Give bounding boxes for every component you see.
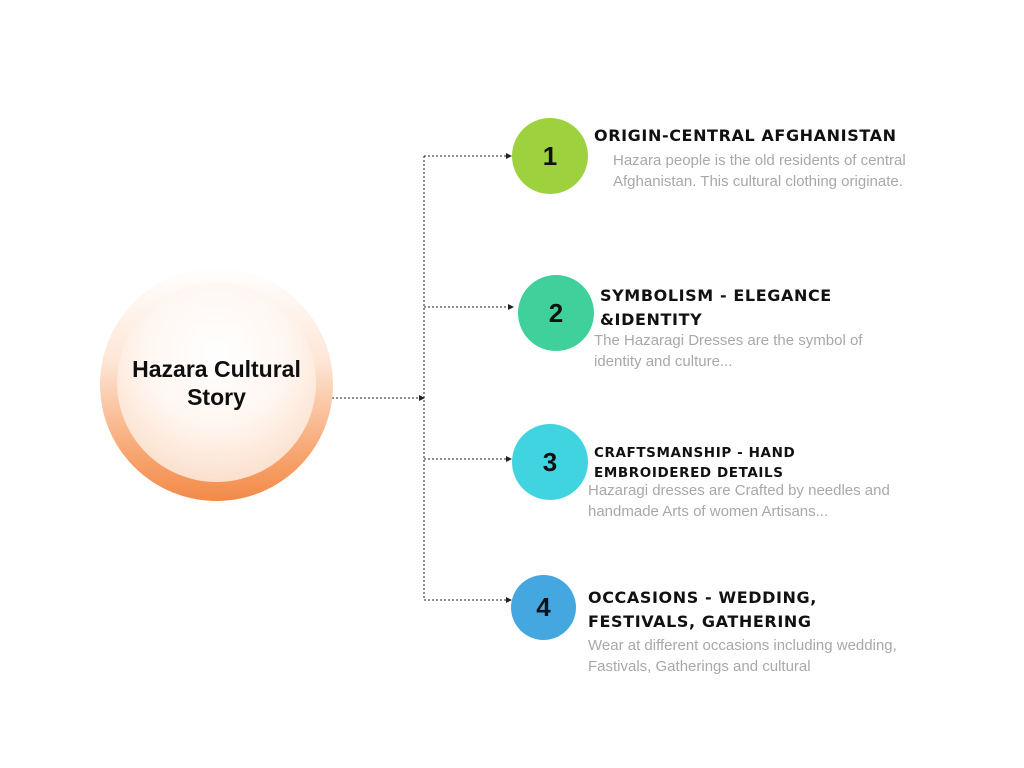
node-3-heading: CRAFTSMANSHIP - HAND EMBROIDERED DETAILS	[594, 445, 796, 481]
node-1-badge: 1	[512, 118, 588, 194]
node-2-description: The Hazaragi Dresses are the symbol of i…	[594, 332, 863, 370]
node-4-heading: OCCASIONS - WEDDING, FESTIVALS, GATHERIN…	[588, 588, 817, 631]
node-2-heading: SYMBOLISM - ELEGANCE &IDENTITY	[600, 286, 832, 329]
hub-title: Hazara Cultural Story	[132, 355, 301, 410]
node-3-description: Hazaragi dresses are Crafted by needles …	[588, 482, 890, 520]
node-4-description: Wear at different occasions including we…	[588, 637, 897, 675]
node-1-heading: ORIGIN-CENTRAL AFGHANISTAN	[594, 126, 897, 145]
node-3-badge: 3	[512, 424, 588, 500]
node-1-description: Hazara people is the old residents of ce…	[613, 152, 906, 190]
node-2-badge: 2	[518, 275, 594, 351]
node-4-badge: 4	[511, 575, 576, 640]
hub-circle: Hazara Cultural Story	[117, 283, 316, 482]
